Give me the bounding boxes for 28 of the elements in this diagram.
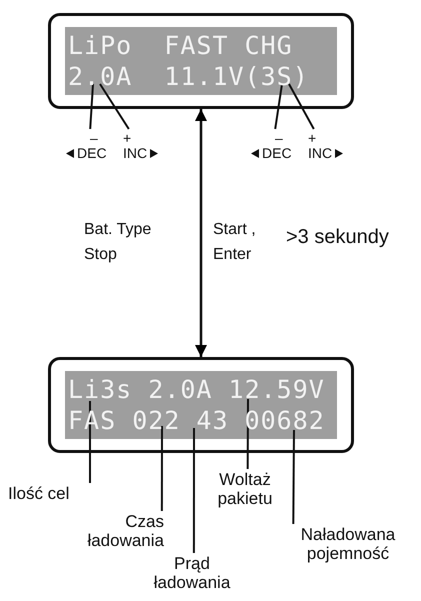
leader-line — [288, 84, 315, 130]
lcd-text: 2.0A 11.1V(3S) — [68, 61, 309, 92]
text-label: >3 sekundy — [286, 225, 390, 250]
sign-symbol: + — [123, 130, 132, 146]
callout-label: Ilość cel — [8, 484, 108, 503]
lcd-screen — [48, 13, 354, 109]
lcd-text: LiPo FAST CHG — [68, 30, 294, 61]
leader-line — [89, 84, 94, 130]
text-label: Start , Enter — [213, 220, 257, 265]
leader-line — [160, 426, 163, 511]
leader-line — [292, 430, 295, 524]
callout-label: Prąd ładowania — [144, 554, 240, 592]
callout-label: Naładowana pojemność — [276, 525, 420, 563]
sign-symbol: – — [275, 130, 283, 146]
key-label: DEC — [262, 145, 292, 161]
callout-label: Woltaż pakietu — [200, 470, 290, 508]
key-label: INC — [308, 145, 332, 161]
sign-symbol: – — [90, 130, 98, 146]
leader-line — [192, 428, 195, 553]
lcd-text: Li3s 2.0A 12.59V — [68, 374, 325, 405]
leader-line — [99, 83, 130, 130]
key-label: INC — [123, 145, 148, 161]
sign-symbol: + — [308, 130, 316, 146]
key-label: DEC — [77, 145, 107, 161]
leader-line — [274, 84, 283, 130]
text-label: Bat. Type Stop — [84, 220, 152, 265]
callout-label: Czas ładowania — [58, 512, 164, 550]
double-arrow — [195, 109, 207, 357]
